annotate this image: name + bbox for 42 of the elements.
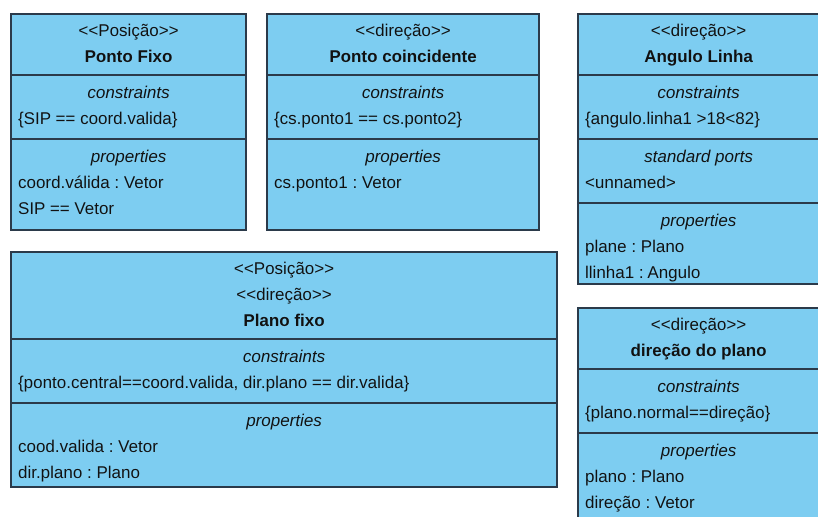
compartment-heading: constraints <box>656 82 741 104</box>
compartment-heading: properties <box>89 146 168 168</box>
stereotype: <<direção>> <box>355 20 451 42</box>
compartment-entry: coord.válida : Vetor <box>18 172 165 194</box>
compartment-heading: properties <box>244 410 323 432</box>
compartment-entry: cood.valida : Vetor <box>18 436 159 458</box>
stereotype: <<direção>> <box>236 284 332 306</box>
block <box>266 13 540 231</box>
block-name: Ponto coincidente <box>329 46 477 68</box>
compartment-heading: constraints <box>242 346 326 368</box>
stereotype: <<Posição>> <box>234 258 334 280</box>
block <box>577 307 818 517</box>
compartment-heading: constraints <box>86 82 171 104</box>
compartment-heading: standard ports <box>643 146 754 168</box>
stereotype: <<direção>> <box>650 314 746 336</box>
stereotype: <<Posição>> <box>78 20 179 42</box>
block-name: Angulo Linha <box>644 46 753 68</box>
compartment-entry: plano : Plano <box>585 466 686 488</box>
block <box>10 13 247 231</box>
compartment-entry: {SIP == coord.valida} <box>18 108 178 130</box>
compartment-heading: properties <box>364 146 442 168</box>
compartment-entry: {angulo.linha1 >18<82} <box>585 108 761 130</box>
compartment-heading: properties <box>659 440 738 462</box>
compartment-heading: constraints <box>656 376 741 398</box>
compartment-entry: direção : Vetor <box>585 492 696 514</box>
compartment-entry: <unnamed> <box>585 172 677 194</box>
compartment-entry: llinha1 : Angulo <box>585 262 702 284</box>
compartment-entry: dir.plano : Plano <box>18 462 141 484</box>
stereotype: <<direção>> <box>650 20 746 42</box>
compartment-entry: {cs.ponto1 == cs.ponto2} <box>274 108 464 130</box>
block <box>577 13 818 285</box>
block-name: Plano fixo <box>243 310 325 332</box>
compartment-heading: constraints <box>360 82 446 104</box>
block-name: direção do plano <box>630 340 767 362</box>
block <box>10 251 558 488</box>
block-name: Ponto Fixo <box>84 46 172 68</box>
compartment-heading: properties <box>659 210 738 232</box>
compartment-entry: SIP == Vetor <box>18 198 116 220</box>
compartment-entry: {plano.normal==direção} <box>585 402 772 424</box>
compartment-entry: {ponto.central==coord.valida, dir.plano == dir.valida} <box>18 372 410 394</box>
compartment-entry: plane : Plano <box>585 236 686 258</box>
compartment-entry: cs.ponto1 : Vetor <box>274 172 403 194</box>
